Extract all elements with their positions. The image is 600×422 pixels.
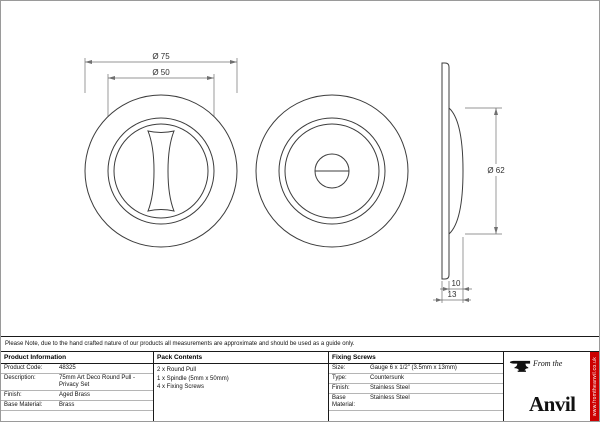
spec-value: 48325 [59,365,76,371]
dim-label-dome-diameter: Ø 62 [487,166,505,175]
product-information-header: Product Information [1,352,153,364]
logo-script-text: From the [533,359,563,368]
side-view-drawing [441,62,464,280]
rose-flange-profile [441,62,450,280]
spec-value: 75mm Art Deco Round Pull - Privacy Set [59,375,136,388]
spec-label: Description: [4,375,36,381]
art-deco-thumbturn-shape [147,130,175,212]
dim-label-inner-diameter: Ø 50 [152,68,170,77]
spec-row-screw-base-material: Base Material: Stainless Steel [329,394,503,411]
spec-label: Finish: [332,385,350,391]
dim-label-projection: 10 [452,279,461,288]
front-view-drawing [84,94,238,248]
dimension-labels: Ø 75 Ø 50 Ø 62 10 13 [152,52,509,299]
note-bar: Please Note, due to the hand crafted nat… [1,336,599,352]
logo-brand-text: Anvil [529,392,576,416]
pack-contents-list: 2 x Round Pull 1 x Spindle (5mm x 50mm) … [154,364,328,392]
spec-value: Stainless Steel [370,385,410,391]
spec-value: Gauge 6 x 1/2" (3.5mm x 13mm) [370,365,457,371]
anvil-icon [509,360,531,372]
spec-value: Aged Brass [59,392,91,398]
dimension-arrows [85,60,498,302]
pack-contents-column: Pack Contents 2 x Round Pull 1 x Spindle… [154,352,329,421]
spec-value: Countersunk [370,375,405,381]
pack-contents-header: Pack Contents [154,352,328,364]
spec-row-finish: Finish: Aged Brass [1,391,153,401]
dim-label-outer-diameter: Ø 75 [152,52,170,61]
spec-value: Stainless Steel [370,395,410,401]
technical-drawing-area: Ø 75 Ø 50 Ø 62 10 13 [1,1,599,336]
spec-row-description: Description: 75mm Art Deco Round Pull - … [1,374,153,391]
spec-row-product-code: Product Code: 48325 [1,364,153,374]
dome-profile [448,107,464,235]
spec-label: Type: [332,375,347,381]
spec-row-size: Size: Gauge 6 x 1/2" (3.5mm x 13mm) [329,364,503,374]
spec-value: Brass [59,402,75,408]
pack-item: 1 x Spindle (5mm x 50mm) [157,375,229,382]
spec-row-type: Type: Countersunk [329,374,503,384]
dim-label-total-depth: 13 [448,290,457,299]
fixing-screws-header: Fixing Screws [329,352,503,364]
pack-item: 2 x Round Pull [157,367,197,373]
fixing-screws-column: Fixing Screws Size: Gauge 6 x 1/2" (3.5m… [329,352,504,421]
note-text: Please Note, due to the hand crafted nat… [5,341,355,347]
spec-label: Product Code: [4,365,43,371]
rear-view-drawing [255,94,409,248]
brand-logo-block: From the Anvil www.fromtheanvil.co.uk [504,352,599,421]
website-url: www.fromtheanvil.co.uk [591,356,598,417]
spec-table: Product Information Product Code: 48325 … [1,352,599,421]
technical-drawing-svg: Ø 75 Ø 50 Ø 62 10 13 [84,52,509,303]
spec-row-base-material: Base Material: Brass [1,401,153,411]
website-strip: www.fromtheanvil.co.uk [590,352,599,421]
spec-label: Base Material: [4,402,43,408]
spec-row-screw-finish: Finish: Stainless Steel [329,384,503,394]
product-information-column: Product Information Product Code: 48325 … [1,352,154,421]
spec-label: Base Material: [332,395,356,408]
pack-item: 4 x Fixing Screws [157,384,205,390]
spec-label: Finish: [4,392,22,398]
dimension-lines [84,58,502,303]
spec-label: Size: [332,365,346,371]
